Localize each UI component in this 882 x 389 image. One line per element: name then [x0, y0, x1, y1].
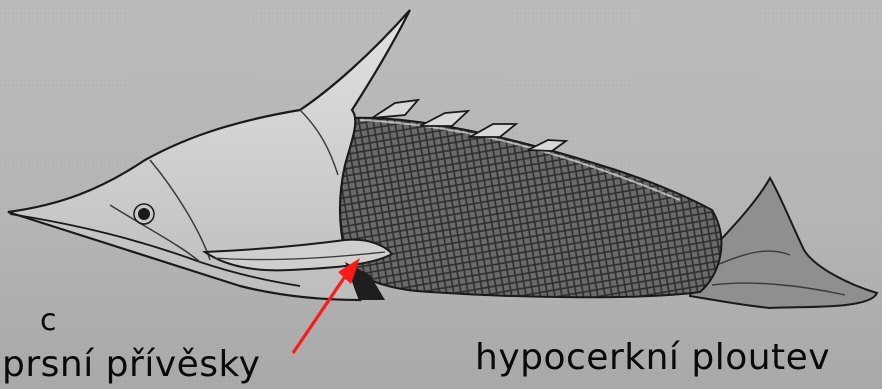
eye — [138, 208, 150, 220]
label-pectoral-appendages: prsní přívěsky — [2, 347, 260, 383]
panel-letter: c — [40, 306, 57, 336]
label-hypocercal-fin: hypocerkní ploutev — [475, 340, 830, 376]
